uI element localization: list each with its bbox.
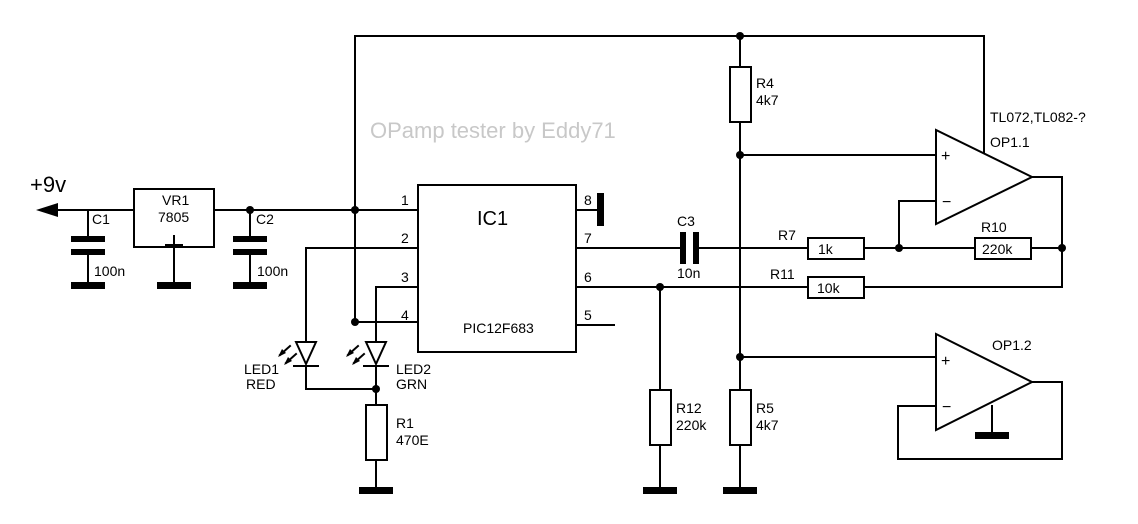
ic1-pin-8: 8	[584, 192, 592, 208]
ic1-ref: IC1	[477, 208, 508, 230]
led1-ref: LED1	[244, 361, 279, 377]
r12-value: 220k	[676, 417, 707, 433]
op1-1-plus-sign: +	[941, 148, 950, 165]
resistor-r10: R10 220k	[974, 219, 1066, 260]
ground-symbol-icon	[359, 487, 393, 494]
top-supply-rail	[351, 32, 985, 326]
r10-value: 220k	[982, 241, 1013, 257]
c3-ref: C3	[677, 213, 695, 229]
supply-arrow-icon	[36, 203, 58, 217]
ic1-pic12f683: IC1 PIC12F683 1 2 3 4 5 6 7 8	[305, 184, 809, 353]
capacitor-c1: C1 100n	[71, 209, 125, 289]
capacitor-c3: C3 10n	[677, 213, 809, 281]
ic1-pin-1: 1	[401, 192, 409, 208]
r7-ref: R7	[778, 227, 796, 243]
r11-ref: R11	[770, 266, 795, 282]
led2-color: GRN	[396, 376, 427, 392]
regulator-vr1: VR1 7805	[133, 188, 356, 289]
ground-symbol-icon	[157, 282, 191, 289]
op1-2-minus-sign: −	[942, 399, 951, 416]
r10-ref: R10	[981, 219, 1007, 235]
capacitor-c2: C2 100n	[233, 206, 288, 289]
supply-label: +9v	[30, 172, 66, 197]
op1-1-ref: OP1.1	[990, 134, 1030, 150]
r7-value: 1k	[818, 241, 834, 257]
r12-ref: R12	[676, 400, 702, 416]
resistor-r12: R12 220k	[643, 283, 707, 494]
c1-value: 100n	[94, 263, 125, 279]
vr1-ref: VR1	[162, 192, 189, 208]
led1-red: LED1 RED	[244, 247, 377, 392]
led2-ref: LED2	[396, 361, 431, 377]
resistor-r1: R1 470E	[359, 404, 429, 494]
r1-ref: R1	[396, 415, 414, 431]
ground-symbol-icon	[643, 487, 677, 494]
c2-value: 100n	[257, 263, 288, 279]
ic1-pin-7: 7	[584, 230, 592, 246]
ic1-pin-5: 5	[584, 307, 592, 323]
divider-r4-r5: R4 4k7 R5 4k7	[723, 35, 779, 494]
ground-symbol-icon	[71, 282, 105, 289]
ground-symbol-icon	[723, 487, 757, 494]
schematic-title: OPamp tester by Eddy71	[370, 118, 616, 143]
r4-value: 4k7	[756, 92, 779, 108]
r5-value: 4k7	[756, 417, 779, 433]
ic1-pin-4: 4	[401, 307, 409, 323]
ic1-pin-6: 6	[584, 269, 592, 285]
r11-value: 10k	[817, 280, 841, 296]
ic1-pin-2: 2	[401, 230, 409, 246]
ground-symbol-icon	[233, 282, 267, 289]
c2-ref: C2	[256, 211, 274, 227]
r1-value: 470E	[396, 432, 429, 448]
opamp-types-label: TL072,TL082-?	[990, 109, 1086, 125]
resistor-r11: R11 10k	[770, 266, 1063, 299]
pin8-ground-icon	[597, 193, 604, 226]
c3-value: 10n	[677, 265, 700, 281]
c1-ref: C1	[92, 211, 110, 227]
led2-green: LED2 GRN	[346, 286, 431, 406]
led1-light-arrows-icon	[278, 344, 298, 365]
ic1-value: PIC12F683	[463, 320, 534, 336]
opamp-op1-1: + − TL072,TL082-? OP1.1	[739, 109, 1086, 288]
ground-symbol-icon	[975, 432, 1009, 439]
supply-input: +9v	[30, 172, 135, 217]
opamp-op1-2: + − OP1.2	[739, 332, 1063, 460]
resistor-r7: R7 1k	[778, 227, 976, 260]
op1-1-minus-sign: −	[942, 194, 951, 211]
op1-2-ref: OP1.2	[992, 337, 1032, 353]
r4-ref: R4	[756, 75, 774, 91]
r5-ref: R5	[756, 400, 774, 416]
ic1-pin-3: 3	[401, 269, 409, 285]
led1-color: RED	[246, 376, 276, 392]
vr1-value: 7805	[158, 209, 189, 225]
op1-2-plus-sign: +	[941, 353, 950, 370]
led2-light-arrows-icon	[346, 344, 366, 365]
